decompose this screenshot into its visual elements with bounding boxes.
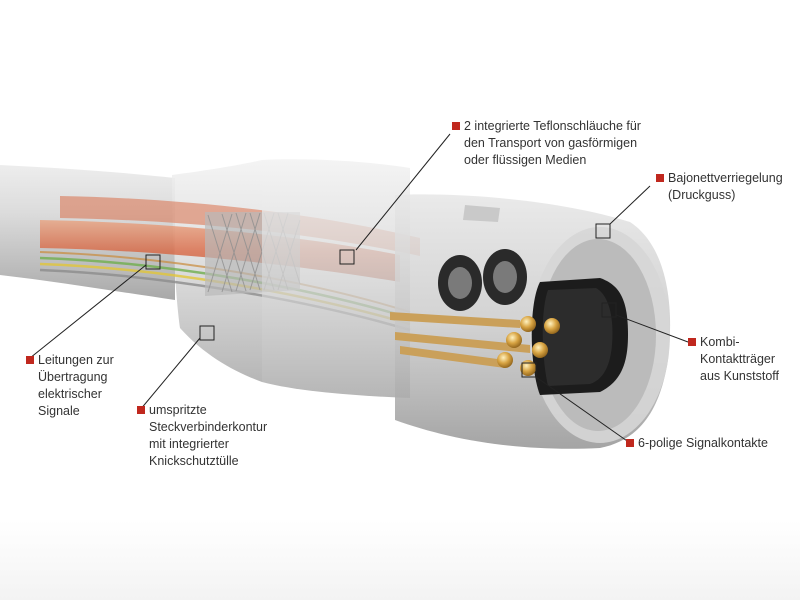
callout-bullet bbox=[26, 356, 34, 364]
callout-bullet bbox=[626, 439, 634, 447]
bayonet-tab bbox=[463, 205, 500, 222]
floor bbox=[0, 520, 800, 600]
callout-text: 6-polige Signalkontakte bbox=[638, 436, 768, 450]
callout-bullet bbox=[452, 122, 460, 130]
callout-bullet bbox=[688, 338, 696, 346]
tube-port-2-inner bbox=[493, 261, 517, 293]
callout-teflon-tubes: 2 integrierte Teflonschläuche für den Tr… bbox=[452, 118, 641, 169]
callout-signal-wires: Leitungen zur Übertragung elektrischer S… bbox=[26, 352, 114, 420]
callout-bullet bbox=[137, 406, 145, 414]
callout-signal-contacts: 6-polige Signalkontakte bbox=[626, 435, 768, 452]
connector-body bbox=[262, 159, 410, 398]
contact-carrier-face bbox=[542, 288, 613, 386]
callout-overmold: umspritzte Steckverbinderkontur mit inte… bbox=[137, 402, 267, 470]
callout-text: Leitungen zur Übertragung elektrischer S… bbox=[38, 353, 114, 418]
tube-port-1-inner bbox=[448, 267, 472, 299]
callout-text: Bajonettverriegelung (Druckguss) bbox=[668, 171, 783, 202]
callout-bullet bbox=[656, 174, 664, 182]
callout-contact-carrier: Kombi- Kontaktträger aus Kunststoff bbox=[688, 334, 779, 385]
callout-text: umspritzte Steckverbinderkontur mit inte… bbox=[149, 403, 268, 468]
callout-bayonet: Bajonettverriegelung (Druckguss) bbox=[656, 170, 783, 204]
signal-pins bbox=[390, 312, 560, 376]
callout-text: Kombi- Kontaktträger aus Kunststoff bbox=[700, 335, 779, 383]
callout-text: 2 integrierte Teflonschläuche für den Tr… bbox=[464, 119, 641, 167]
leader-lines bbox=[29, 133, 689, 444]
